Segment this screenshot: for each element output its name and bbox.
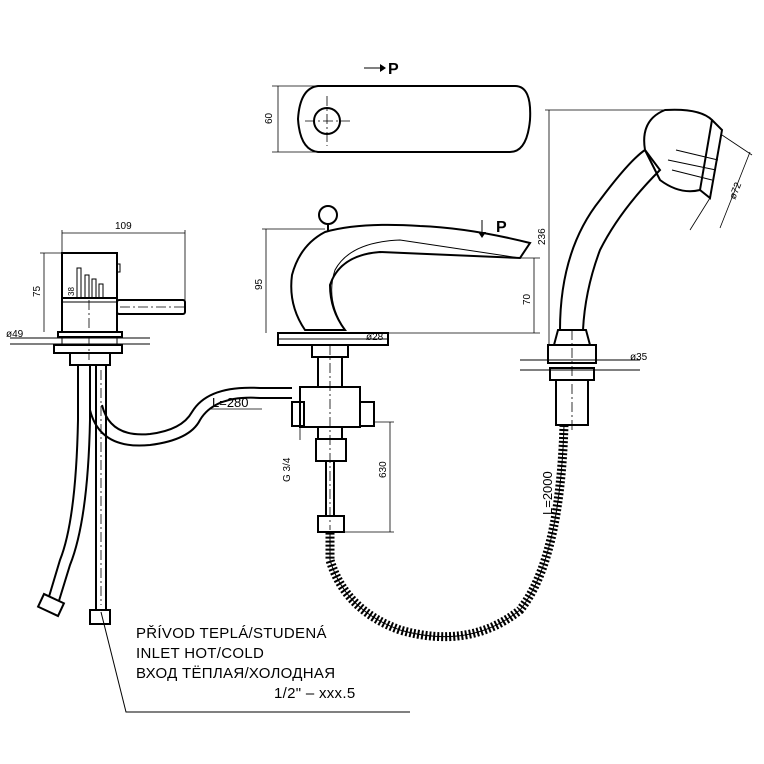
dim-lever-width: 109 [115,221,132,232]
hand-shower: ø72 236 ø35 L=2000 [325,108,753,642]
dim-spout-hole: ø28 [366,332,384,343]
dim-lever-height: 75 [32,285,43,297]
lever-mixer: 109 75 38 ø49 L=280 [6,221,292,625]
spout-top-view: 60 P [264,61,532,153]
arrow-label-p-spout: P [496,219,507,236]
spout: 95 70 ø28 P G 3/4 630 [254,205,540,533]
dim-spout-outlet: 70 [522,293,533,305]
dim-thread: G 3/4 [282,457,293,482]
inlet-note: PŘÍVOD TEPLÁ/STUDENÁ INLET HOT/COLD ВХОД… [136,624,355,704]
dim-shower-head: ø72 [728,181,745,202]
note-leader-line [100,611,410,713]
dim-shower-hole: ø35 [630,352,648,363]
dim-lever-inner: 38 [67,287,76,296]
note-line-thread: 1/2" – xxx.5 [274,685,356,702]
dim-lever-hole: ø49 [6,329,24,340]
note-line-ru: ВХОД ТЁПЛАЯ/ХОЛОДНАЯ [136,665,336,682]
dim-top-height: 60 [264,112,275,124]
dim-hose-length: L=280 [212,395,249,410]
note-line-en: INLET HOT/COLD [136,645,265,662]
dim-spout-height: 95 [254,278,265,290]
note-line-cz: PŘÍVOD TEPLÁ/STUDENÁ [136,625,327,642]
dim-shower-hose: L=2000 [540,471,555,515]
arrow-label-p-top: P [388,61,399,78]
dim-inlet-length: 630 [378,461,389,478]
dim-shower-height: 236 [537,228,548,245]
